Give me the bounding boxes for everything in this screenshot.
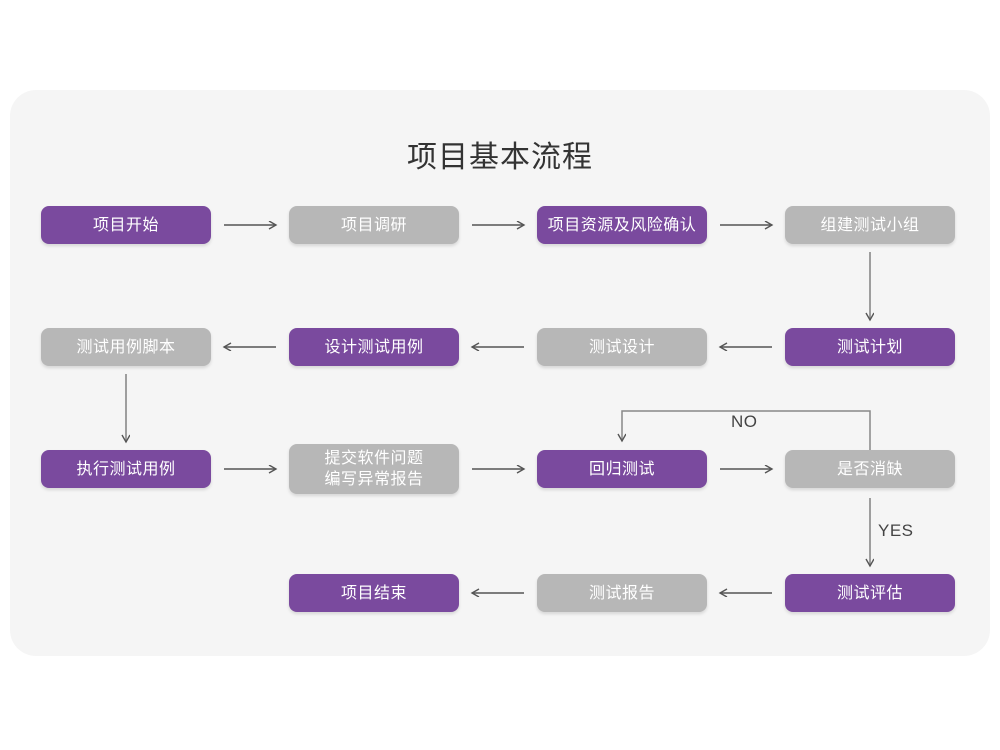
flow-node-n1[interactable]: 项目开始	[41, 206, 211, 244]
flow-node-n13[interactable]: 项目结束	[289, 574, 459, 612]
flow-node-n7[interactable]: 测试设计	[537, 328, 707, 366]
flow-node-n8[interactable]: 测试计划	[785, 328, 955, 366]
flow-node-n3[interactable]: 项目资源及风险确认	[537, 206, 707, 244]
flow-node-n10[interactable]: 提交软件问题 编写异常报告	[289, 444, 459, 494]
flow-node-n5[interactable]: 测试用例脚本	[41, 328, 211, 366]
flow-node-n12[interactable]: 是否消缺	[785, 450, 955, 488]
edge-label-no: NO	[731, 412, 758, 431]
flow-node-n6[interactable]: 设计测试用例	[289, 328, 459, 366]
flow-node-n11[interactable]: 回归测试	[537, 450, 707, 488]
edge-label-yes: YES	[878, 521, 914, 540]
flow-node-n9[interactable]: 执行测试用例	[41, 450, 211, 488]
page-title: 项目基本流程	[407, 141, 593, 174]
flow-node-n14[interactable]: 测试报告	[537, 574, 707, 612]
flow-node-n4[interactable]: 组建测试小组	[785, 206, 955, 244]
flow-node-n15[interactable]: 测试评估	[785, 574, 955, 612]
flow-node-n2[interactable]: 项目调研	[289, 206, 459, 244]
flowchart-card	[10, 90, 990, 656]
